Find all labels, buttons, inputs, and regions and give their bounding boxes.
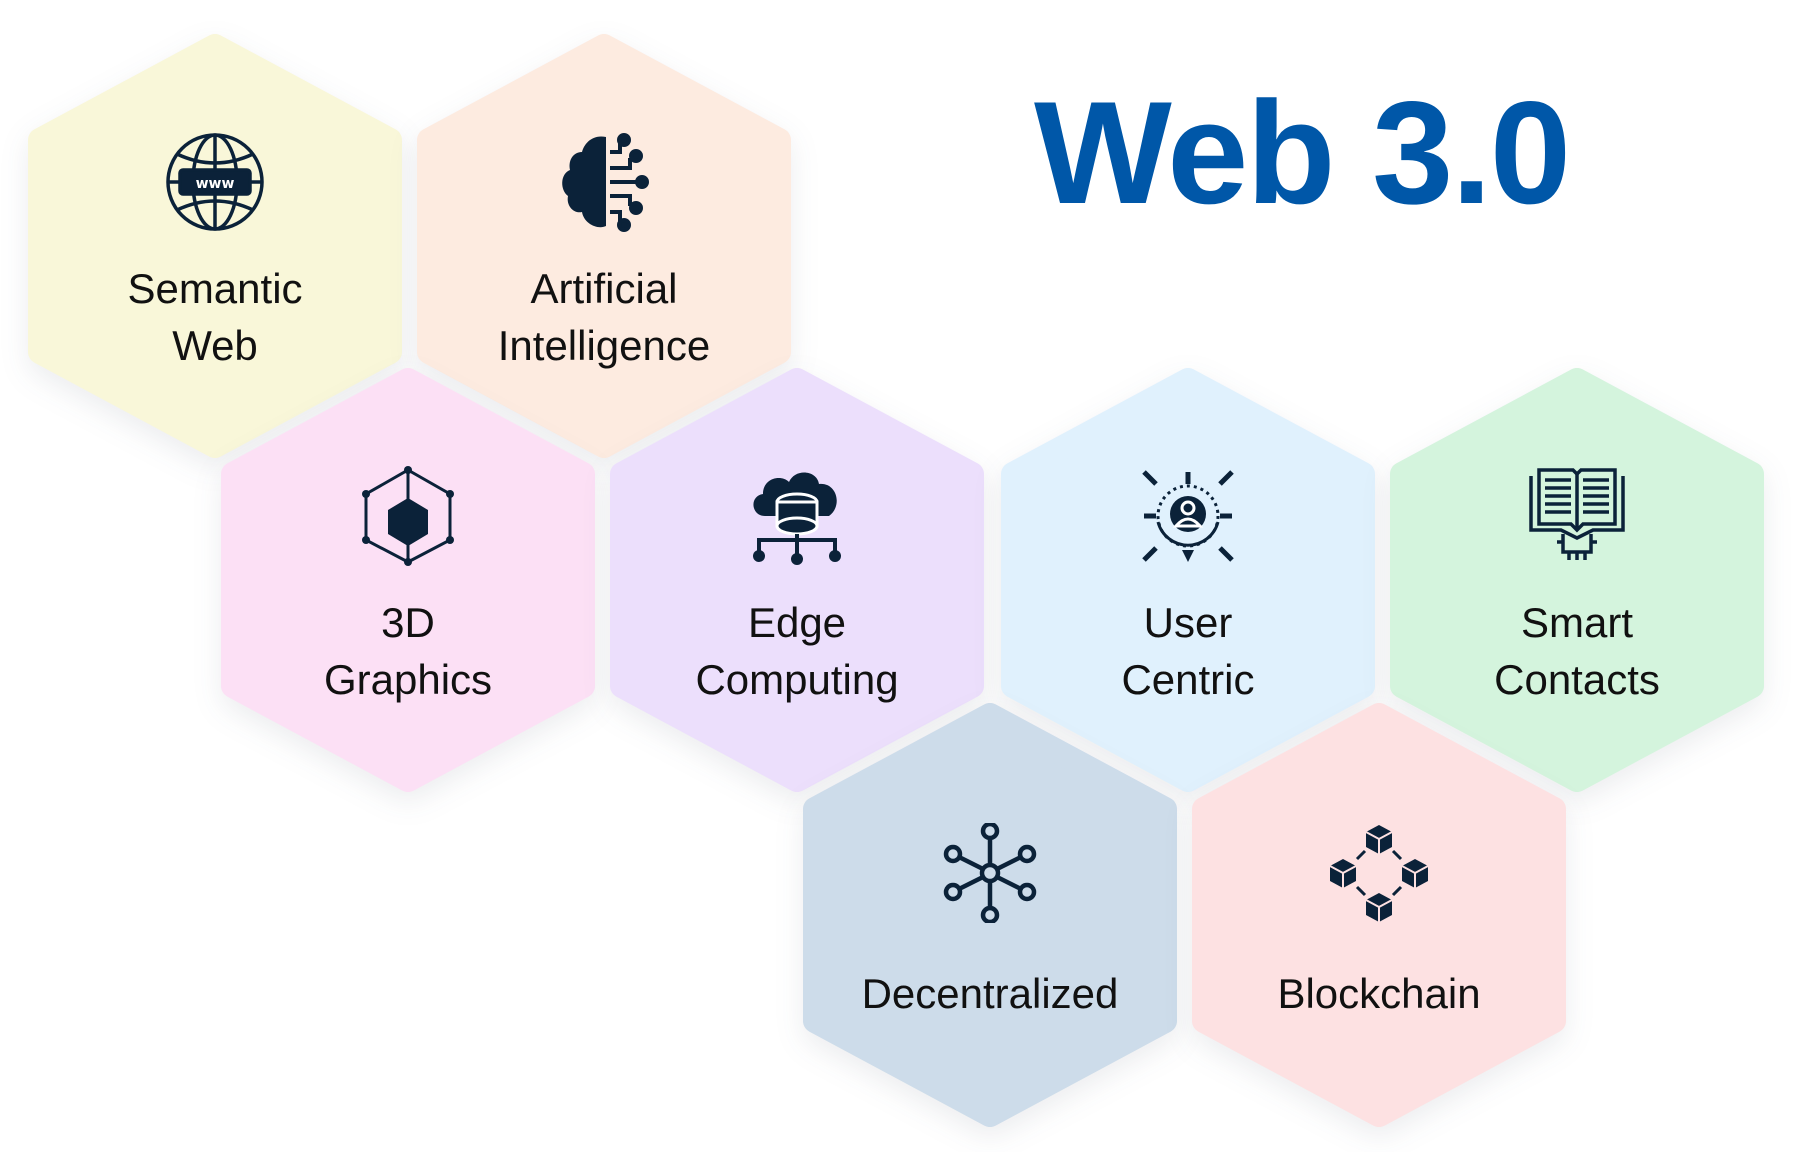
- www-globe-icon: www: [166, 133, 264, 231]
- book-chip-icon: [1529, 468, 1625, 560]
- hexagon-background: [28, 34, 402, 458]
- tile-label: Decentralized: [861, 970, 1119, 1017]
- user-target-icon: [1142, 470, 1234, 562]
- network-nodes-icon: [943, 823, 1037, 923]
- hexagon-shape: [610, 368, 984, 792]
- hexagon-background: [803, 703, 1177, 1127]
- hexagon-background: [1001, 368, 1375, 792]
- page-title: Web 3.0: [1034, 71, 1571, 234]
- ai-brain-icon: [562, 133, 649, 232]
- hexagon-shape: [1390, 368, 1764, 792]
- hexagon-shape: [1001, 368, 1375, 792]
- tile-decentralized: Decentralized: [803, 703, 1177, 1127]
- hexagon-background: [221, 368, 595, 792]
- hexagon-background: [1390, 368, 1764, 792]
- hexagon-shape: [221, 368, 595, 792]
- blockchain-blocks-icon: [1329, 824, 1429, 923]
- 3d-cube-icon: [362, 466, 454, 566]
- hexagon-background: [610, 368, 984, 792]
- tile-blockchain: Blockchain: [1192, 703, 1566, 1127]
- svg-text:www: www: [196, 176, 235, 192]
- cloud-database-icon: [753, 472, 841, 565]
- hexagon-shape: [803, 703, 1177, 1127]
- tile-label: Blockchain: [1277, 970, 1481, 1017]
- hexagon-shape: [28, 34, 402, 458]
- hexagon-background: [417, 34, 791, 458]
- hexagon-shape: [417, 34, 791, 458]
